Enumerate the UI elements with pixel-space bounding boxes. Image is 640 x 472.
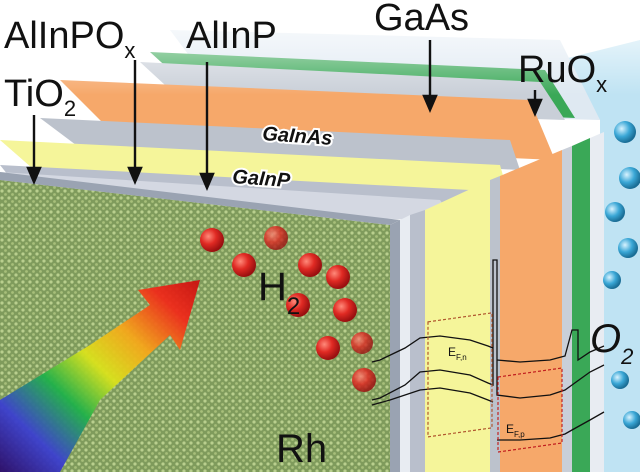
h2-bubble (286, 293, 310, 317)
gainp-layer-top (0, 140, 510, 200)
o2-bubbles (603, 121, 640, 429)
band-diagram (371, 259, 605, 441)
ruox-text: RuO (518, 49, 596, 91)
surface-edge (0, 172, 400, 225)
alinpox-text: AlInPO (4, 15, 124, 57)
efp-label: EF,p (506, 422, 525, 439)
h2-bubbles (200, 226, 376, 392)
label-arrows (26, 40, 543, 192)
o2-bubble (618, 238, 638, 258)
efn-label: EF,n (448, 345, 467, 362)
o2-bubble (614, 121, 636, 143)
tio2-subscript: 2 (64, 96, 76, 121)
gaas-label: GaAs (374, 0, 469, 39)
gainas-side (500, 150, 562, 472)
tio2-layer-top (0, 172, 455, 222)
gaas-gray-side (562, 146, 572, 472)
efp-box (497, 367, 563, 453)
tio2-label: TiO2 (4, 73, 76, 121)
light-arrow (0, 280, 200, 472)
rh-label: Rh (276, 427, 327, 471)
alinpox-label: AlInPOx (4, 15, 135, 63)
tio2-side (390, 220, 400, 472)
efn-box (427, 312, 493, 438)
o2-bubble (605, 202, 625, 222)
h2-text: H (258, 265, 287, 309)
alinp-side (410, 210, 425, 472)
h2-bubble (333, 298, 357, 322)
efn-text: E (448, 345, 456, 359)
efn-subscript: F,n (456, 353, 467, 362)
h2-bubble (264, 226, 288, 250)
gaas-green-side (572, 138, 590, 472)
o2-text: O (590, 317, 621, 361)
h2-bubble (326, 265, 350, 289)
gainp-side (425, 180, 490, 472)
efp-text: E (506, 422, 514, 436)
o2-label: O2 (590, 317, 633, 369)
alinp-label: AlInP (186, 15, 277, 57)
h2-subscript: 2 (287, 293, 300, 320)
o2-subscript: 2 (620, 344, 633, 369)
h2-label: H2 (258, 265, 300, 320)
o2-bubble (603, 271, 621, 289)
efp-subscript: F,p (514, 430, 525, 439)
h2-bubble (298, 253, 322, 277)
h2-bubble (200, 228, 224, 252)
top-fade (0, 0, 640, 95)
ruox-label: RuOx (518, 49, 607, 97)
h2-bubble (316, 336, 340, 360)
separator-top (40, 118, 520, 170)
alinpox-side (400, 215, 410, 472)
o2-bubble (619, 167, 640, 189)
h2-bubble (352, 368, 376, 392)
h2-bubble (351, 332, 373, 354)
h2-bubble (232, 253, 256, 277)
alinpox-subscript: x (124, 38, 135, 63)
o2-bubble (611, 371, 629, 389)
gainp-label: GaInP (232, 166, 292, 192)
o2-bubble (623, 411, 640, 429)
tio2-text: TiO (4, 73, 64, 115)
ruox-subscript: x (596, 72, 607, 97)
ruox-side (590, 132, 604, 472)
